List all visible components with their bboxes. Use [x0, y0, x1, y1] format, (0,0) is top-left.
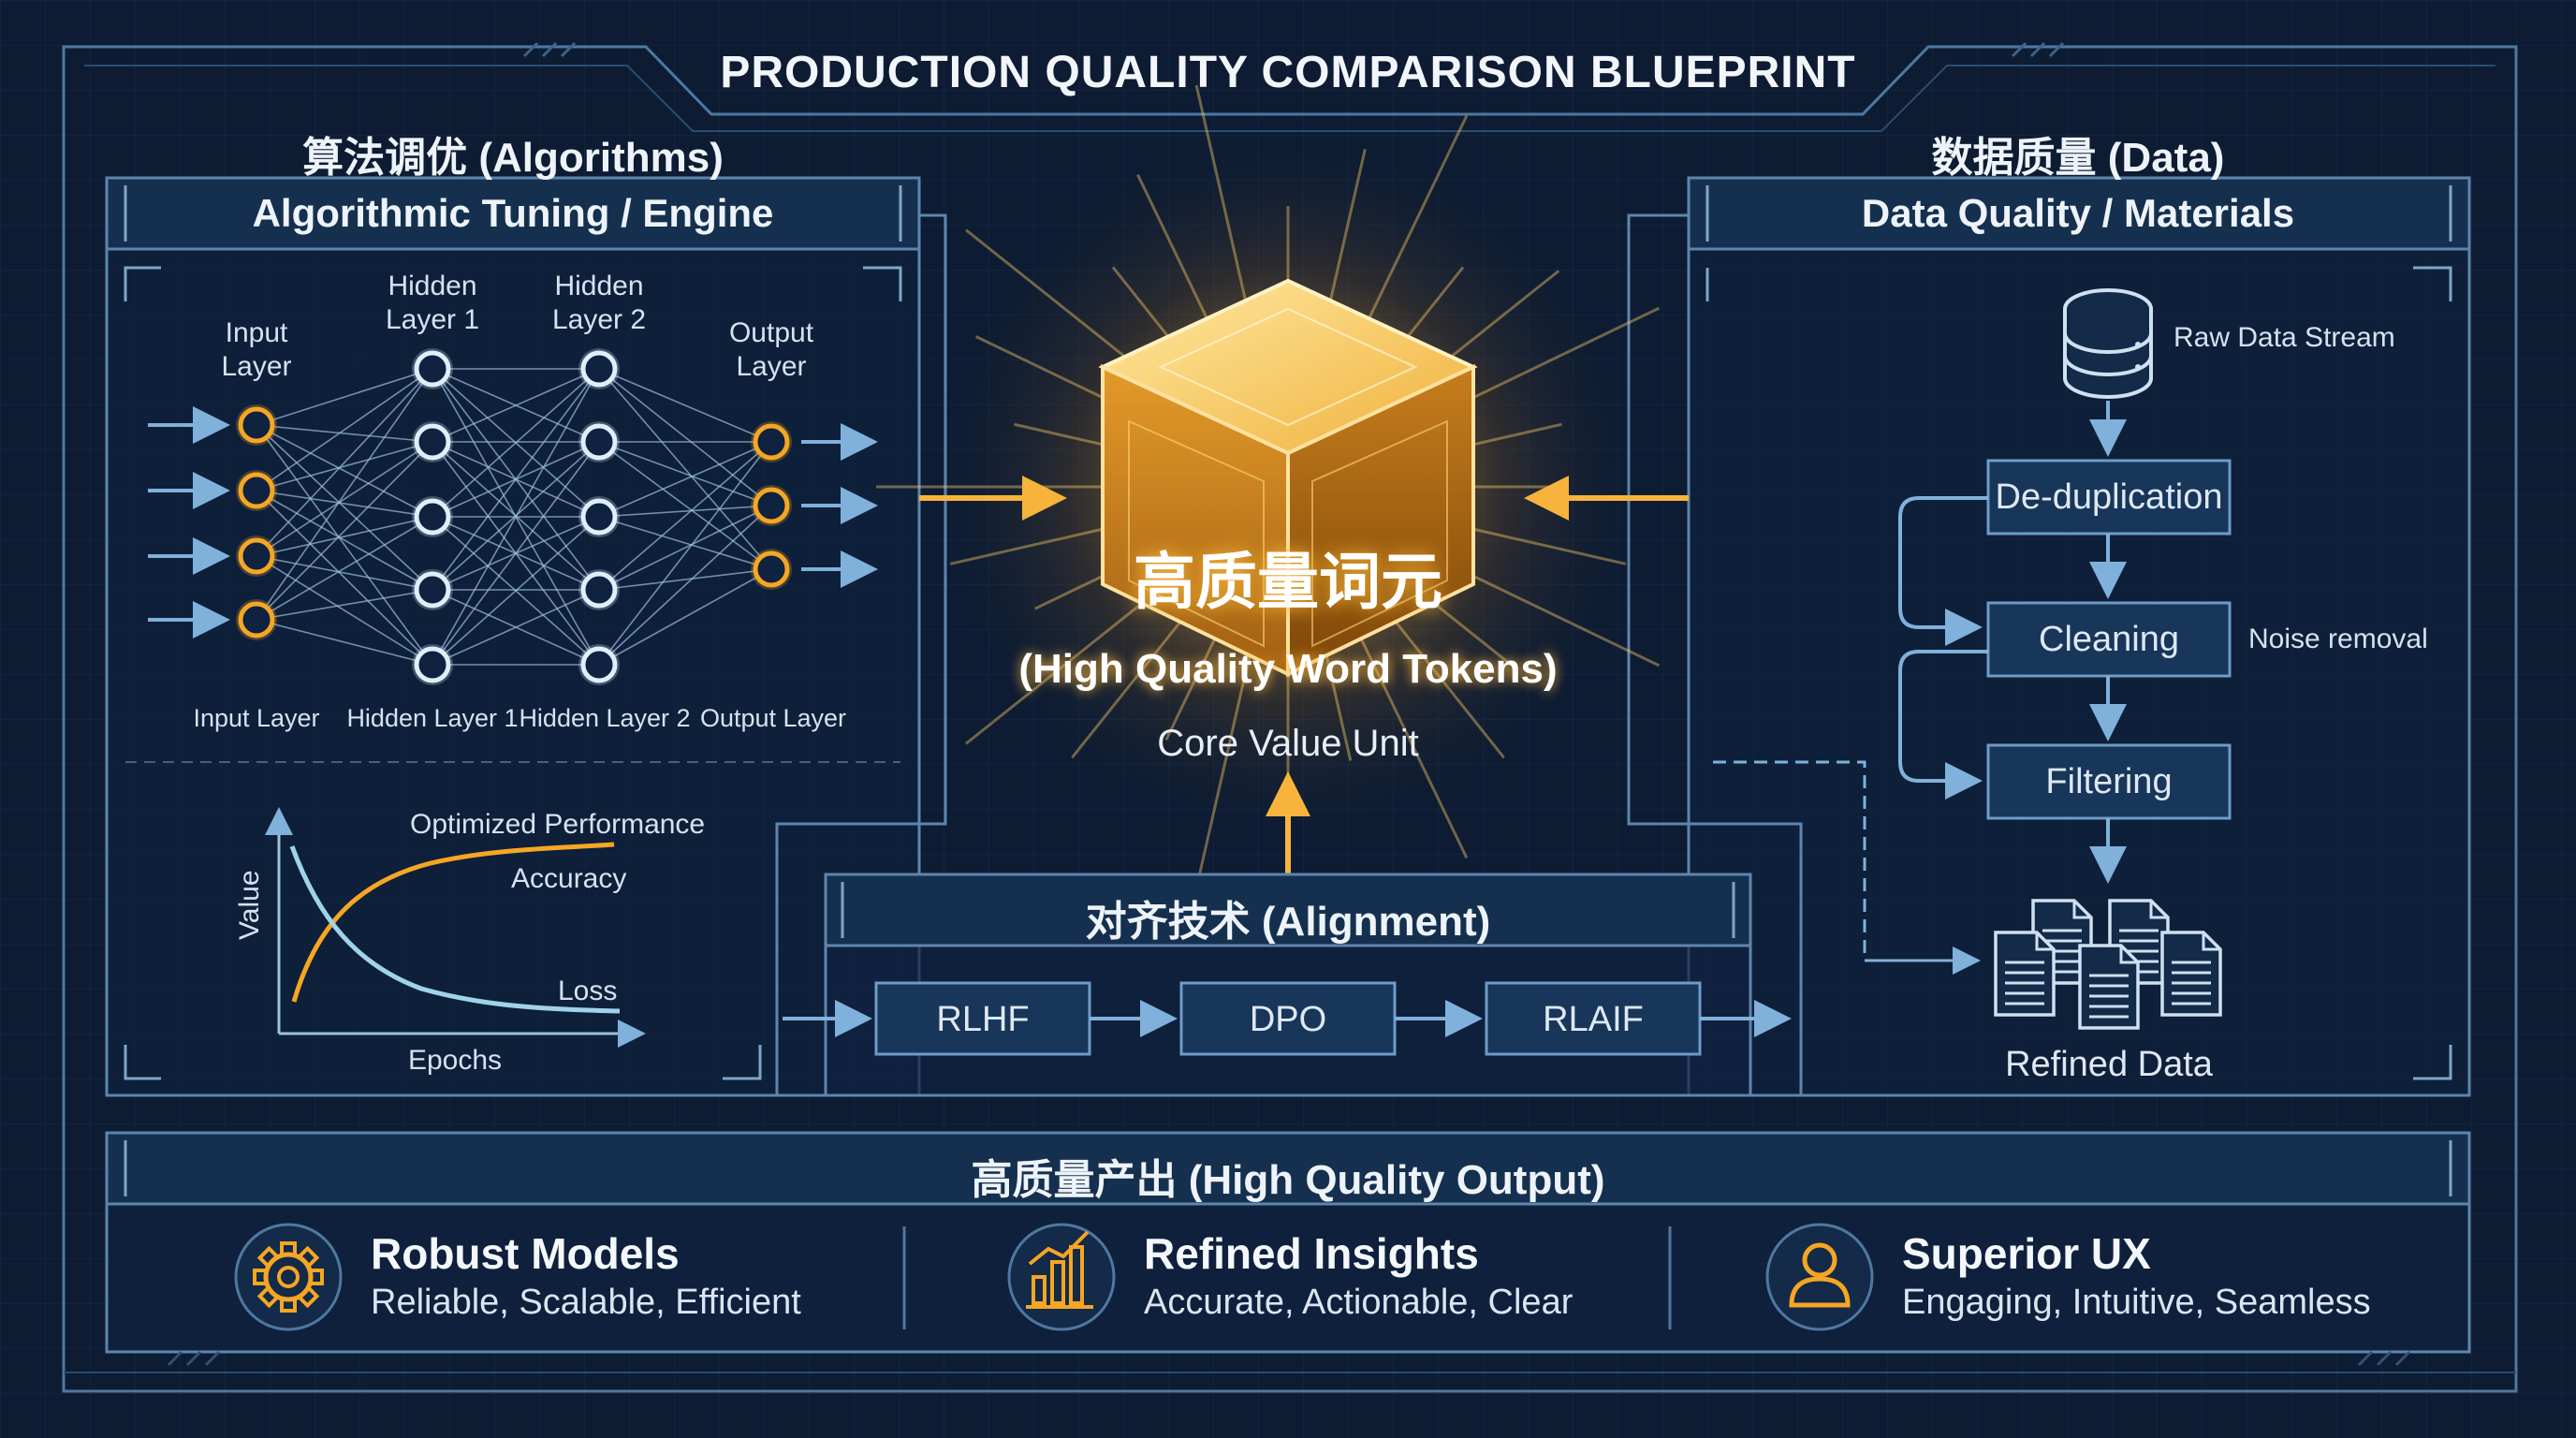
step-rlaif: RLAIF [1543, 1000, 1644, 1039]
nn-node [414, 498, 451, 536]
refined-data-label: Refined Data [2005, 1045, 2213, 1084]
loss-label: Loss [558, 976, 618, 1006]
step-deduplication: De-duplication [1995, 477, 2223, 517]
nn-node [580, 646, 618, 683]
step-dpo: DPO [1249, 1000, 1327, 1039]
output-heading-superior-ux: Superior UX [1902, 1229, 2151, 1278]
data-panel-title: Data Quality / Materials [1861, 191, 2295, 235]
step-rlhf: RLHF [936, 1000, 1030, 1039]
nn-node [753, 423, 790, 461]
nn-bottom-label: Output Layer [699, 704, 847, 732]
nn-node [753, 550, 790, 588]
output-title: 高质量产出 (High Quality Output) [971, 1157, 1605, 1203]
page-title: PRODUCTION QUALITY COMPARISON BLUEPRINT [720, 48, 1856, 97]
step-filtering: Filtering [2045, 762, 2173, 801]
nn-node [238, 537, 275, 575]
core-value-label: Core Value Unit [1157, 723, 1419, 764]
output-sub-superior-ux: Engaging, Intuitive, Seamless [1902, 1283, 2371, 1322]
core-token-subtitle: (High Quality Word Tokens) [1018, 646, 1558, 692]
output-sub-robust-models: Reliable, Scalable, Efficient [371, 1283, 801, 1322]
nn-node [414, 350, 451, 388]
nn-top-label: Hidden Layer 2 [551, 271, 647, 335]
nn-node [238, 406, 275, 444]
nn-top-label: Hidden Layer 1 [385, 271, 480, 335]
output-heading-robust-models: Robust Models [371, 1229, 680, 1278]
raw-data-label: Raw Data Stream [2174, 322, 2395, 353]
output-sub-refined-insights: Accurate, Actionable, Clear [1144, 1283, 1573, 1322]
accuracy-curve [291, 842, 615, 1003]
bar-chart-icon [1007, 1223, 1116, 1331]
chart-title: Optimized Performance [410, 809, 706, 840]
core-token-title: 高质量词元 [1134, 547, 1442, 616]
nn-bottom-label: Input Layer [193, 704, 320, 732]
token-cube-icon [1098, 278, 1478, 678]
nn-bottom-label: Hidden Layer 1 [346, 704, 519, 732]
chart-ylabel: Value [234, 870, 265, 940]
nn-top-label: Output Layer [728, 317, 814, 382]
nn-node [580, 498, 618, 536]
nn-node [238, 601, 275, 638]
nn-node [580, 423, 618, 461]
nn-node [580, 350, 618, 388]
nn-node [580, 571, 618, 609]
gear-icon [234, 1223, 343, 1331]
nn-node [414, 571, 451, 609]
nn-bottom-label: Hidden Layer 2 [519, 704, 691, 732]
data-section-title: 数据质量 (Data) [1931, 135, 2225, 181]
accuracy-label: Accuracy [511, 863, 627, 894]
nn-top-label: Input Layer [221, 317, 292, 382]
alignment-title: 对齐技术 (Alignment) [1085, 899, 1491, 945]
algorithms-panel-title: Algorithmic Tuning / Engine [252, 191, 774, 235]
nn-node [753, 487, 790, 524]
step-cleaning: Cleaning [2039, 620, 2179, 659]
nn-node [414, 423, 451, 461]
output-heading-refined-insights: Refined Insights [1144, 1229, 1479, 1278]
nn-node [238, 472, 275, 509]
loss-curve [289, 845, 621, 1014]
chart-xlabel: Epochs [407, 1045, 503, 1076]
user-icon [1765, 1223, 1874, 1331]
refined-data-icon [1994, 899, 2222, 1030]
nn-node [414, 646, 451, 683]
noise-removal-label: Noise removal [2248, 624, 2428, 654]
algorithms-section-title: 算法调优 (Algorithms) [302, 135, 724, 181]
raw-data-icon [2063, 288, 2153, 399]
